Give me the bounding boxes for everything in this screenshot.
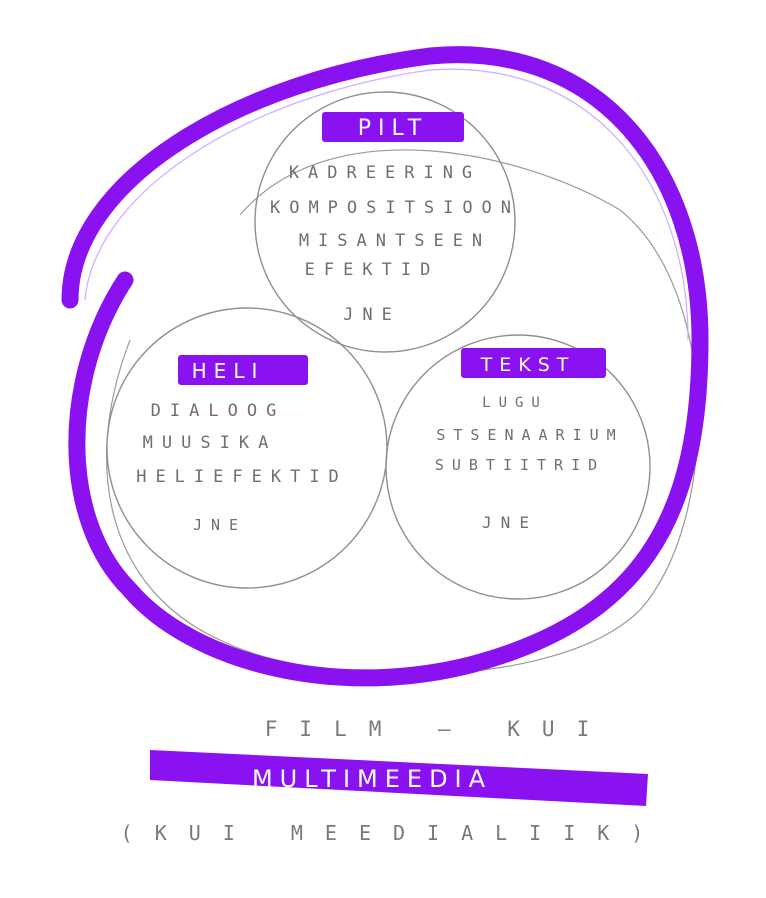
pilt-item-3: MISANTSEEN <box>299 231 491 251</box>
pilt-label: PILT <box>358 116 428 141</box>
tekst-item-1: LUGU <box>482 395 548 411</box>
caption-marker-bar <box>150 750 648 806</box>
outer-pencil-loop <box>106 149 699 675</box>
heli-label: HELI <box>192 359 265 383</box>
tekst-circle <box>385 334 651 600</box>
heli-group: HELI DIALOOG MUUSIKA HELIEFEKTID JNE <box>106 307 388 589</box>
pilt-item-1: KADREERING <box>289 163 481 183</box>
pilt-circle <box>254 91 516 353</box>
caption-line-2: MULTIMEEDIA <box>252 765 492 793</box>
heli-etc: JNE <box>193 516 247 534</box>
outer-marker-highlight <box>84 68 689 341</box>
pilt-item-2: KOMPOSITSIOON <box>270 198 520 218</box>
caption-line-1: FILM – KUI <box>265 717 611 741</box>
tekst-etc: JNE <box>482 513 538 532</box>
tekst-item-2: STSENAARIUM <box>436 426 623 444</box>
pilt-etc: JNE <box>343 305 401 325</box>
caption-line-3: (KUI MEEDIALIIK) <box>121 821 666 845</box>
heli-item-3: HELIEFEKTID <box>136 467 348 487</box>
tekst-item-3: SUBTIITRID <box>435 456 605 474</box>
pilt-group: PILT KADREERING KOMPOSITSIOON MISANTSEEN… <box>254 91 520 353</box>
pilt-item-4: EFEKTID <box>305 260 440 280</box>
tekst-label-bar <box>461 348 606 378</box>
heli-item-1: DIALOOG <box>151 401 286 421</box>
tekst-group: TEKST LUGU STSENAARIUM SUBTIITRID JNE <box>385 334 651 600</box>
outer-marker-loop <box>61 46 709 687</box>
caption-group: FILM – KUI MULTIMEEDIA (KUI MEEDIALIIK) <box>121 717 666 845</box>
tekst-label: TEKST <box>480 354 576 376</box>
heli-label-bar <box>178 355 308 385</box>
heli-item-2: MUUSIKA <box>143 433 278 453</box>
pilt-label-bar <box>322 112 464 142</box>
